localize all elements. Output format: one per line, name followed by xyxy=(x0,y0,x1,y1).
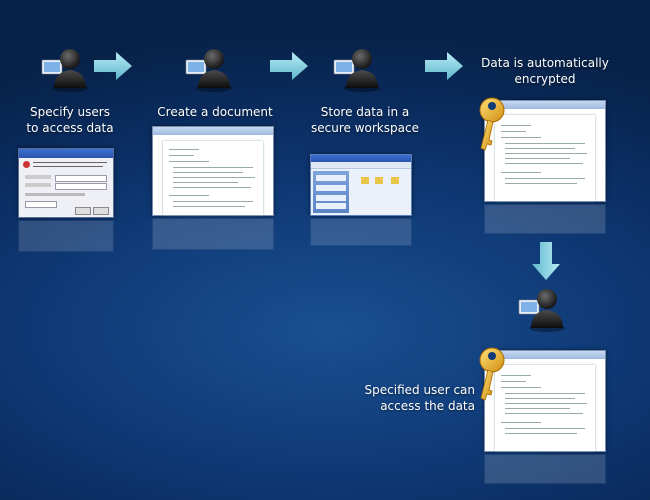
accessed-document-thumbnail xyxy=(484,350,606,452)
user-access-dialog-thumbnail xyxy=(18,148,114,218)
reflection xyxy=(484,454,606,484)
key-icon xyxy=(479,347,505,401)
reflection xyxy=(484,204,606,234)
reflection xyxy=(18,220,114,252)
document-thumbnail xyxy=(152,126,274,216)
encrypted-document-thumbnail xyxy=(484,100,606,202)
reflection xyxy=(152,218,274,250)
arrow-right-icon xyxy=(94,52,132,80)
key-icon xyxy=(479,97,505,151)
user-icon xyxy=(518,288,566,332)
arrow-down-icon xyxy=(532,242,560,280)
arrow-right-icon xyxy=(270,52,308,80)
reflection xyxy=(310,218,412,246)
user-icon xyxy=(185,48,233,92)
step-2-label: Create a document xyxy=(157,105,273,119)
user-icon xyxy=(41,48,89,92)
user-icon xyxy=(333,48,381,92)
secure-workspace-thumbnail xyxy=(310,154,412,216)
arrow-right-icon xyxy=(425,52,463,80)
